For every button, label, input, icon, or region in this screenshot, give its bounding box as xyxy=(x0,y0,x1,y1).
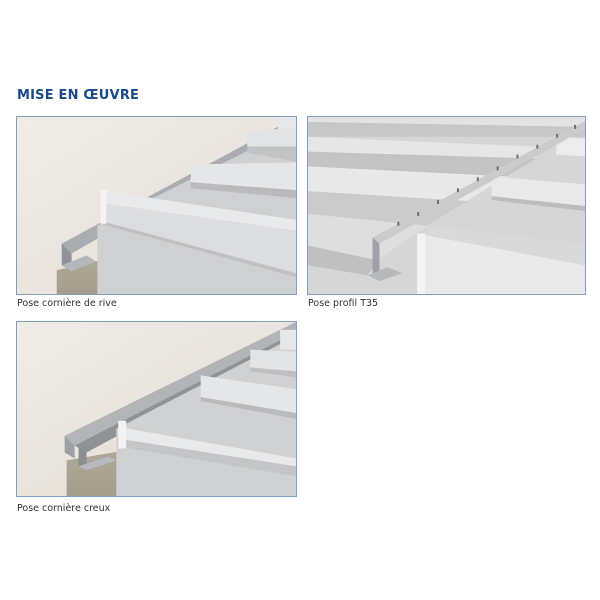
figure-caption: Pose cornière creux xyxy=(17,503,111,514)
figure-caption: Pose cornière de rive xyxy=(17,298,117,309)
figure-image-hollow-angle xyxy=(16,321,297,497)
ceiling-hollow-angle-illustration xyxy=(17,322,296,496)
section-title: MISE EN ŒUVRE xyxy=(17,88,140,103)
figure-image-t35-profile xyxy=(307,116,586,295)
figure-caption: Pose profil T35 xyxy=(308,298,379,309)
ceiling-t35-profile-illustration xyxy=(308,117,585,294)
figure-image-edge-angle xyxy=(16,116,297,295)
ceiling-edge-angle-illustration xyxy=(17,117,296,294)
